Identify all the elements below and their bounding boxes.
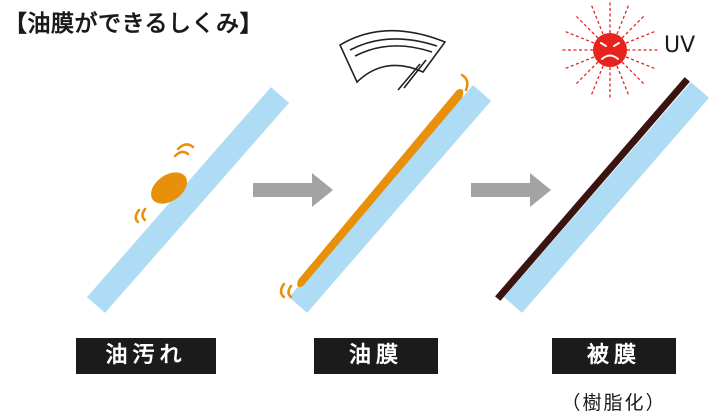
stage-label-oil-film: 油膜: [314, 338, 438, 374]
stage-oil-stain: [86, 87, 290, 313]
arrow-right-icon: [253, 173, 333, 207]
stage-label-coating: 被膜: [552, 338, 676, 374]
oil-droplet: [150, 172, 188, 204]
glass-pane: [503, 82, 710, 313]
shimmer-icon: [134, 143, 195, 224]
resin-coating: [495, 77, 690, 301]
arrow-right-icon: [471, 173, 551, 207]
stage-label-oil-stain: 油汚れ: [76, 338, 216, 374]
shimmer-icon: [279, 73, 469, 299]
wiper-icon: [338, 29, 447, 91]
glass-pane: [288, 85, 492, 313]
uv-label: UV: [664, 33, 696, 58]
sun-icon: [560, 0, 660, 100]
stage-oil-film: [279, 29, 492, 313]
stage-coating: [495, 0, 710, 313]
resinification-note: （樹脂化）: [561, 392, 667, 414]
glass-pane: [86, 87, 290, 313]
diagram-title: 【油膜ができるしくみ】: [4, 11, 263, 37]
oil-film: [297, 89, 464, 288]
